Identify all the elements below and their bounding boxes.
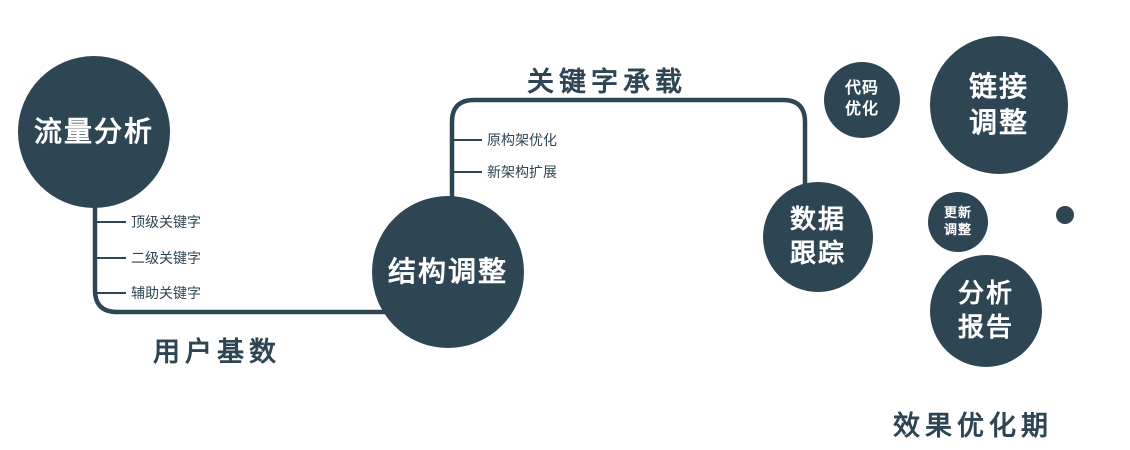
bullet-dot — [1056, 206, 1074, 224]
node-data-tracking-line1: 数据 — [789, 204, 846, 235]
connector-keyword-carry-path — [449, 97, 808, 205]
branch-label-aux-keyword: 辅助关键字 — [131, 285, 201, 301]
node-update-adjustment-line1: 更新 — [943, 205, 972, 221]
branch-label-original-architecture: 原构架优化 — [487, 132, 557, 148]
edge-label-keyword-carry: 关键字承载 — [527, 67, 687, 97]
node-traffic-analysis: 流量分析 — [18, 56, 170, 208]
caption-effect-optimization-period: 效果优化期 — [893, 411, 1053, 441]
node-link-adjustment-line2: 调整 — [968, 107, 1029, 138]
node-analysis-report-line1: 分析 — [957, 278, 1014, 309]
node-data-tracking: 数据 跟踪 — [763, 182, 873, 292]
node-structure-adjustment: 结构调整 — [372, 196, 524, 348]
branch-label-new-architecture: 新架构扩展 — [487, 164, 557, 180]
node-traffic-analysis-label: 流量分析 — [33, 115, 154, 147]
node-code-optimization-line2: 优化 — [844, 101, 879, 118]
branch-label-second-keyword: 二级关键字 — [131, 250, 201, 266]
node-analysis-report-line2: 报告 — [957, 312, 1014, 342]
node-link-adjustment-line1: 链接 — [968, 70, 1029, 102]
node-update-adjustment-line2: 调整 — [943, 222, 972, 237]
node-code-optimization-line1: 代码 — [844, 80, 879, 98]
node-data-tracking-line2: 跟踪 — [789, 238, 846, 268]
node-structure-adjustment-label: 结构调整 — [387, 255, 508, 287]
edge-label-user-base: 用户基数 — [153, 337, 281, 367]
node-link-adjustment: 链接 调整 — [930, 36, 1068, 174]
connector-user-base-path — [92, 198, 405, 315]
node-update-adjustment: 更新 调整 — [928, 192, 988, 252]
node-code-optimization: 代码 优化 — [824, 62, 900, 138]
node-analysis-report: 分析 报告 — [930, 255, 1042, 367]
branch-label-top-keyword: 顶级关键字 — [131, 214, 201, 230]
